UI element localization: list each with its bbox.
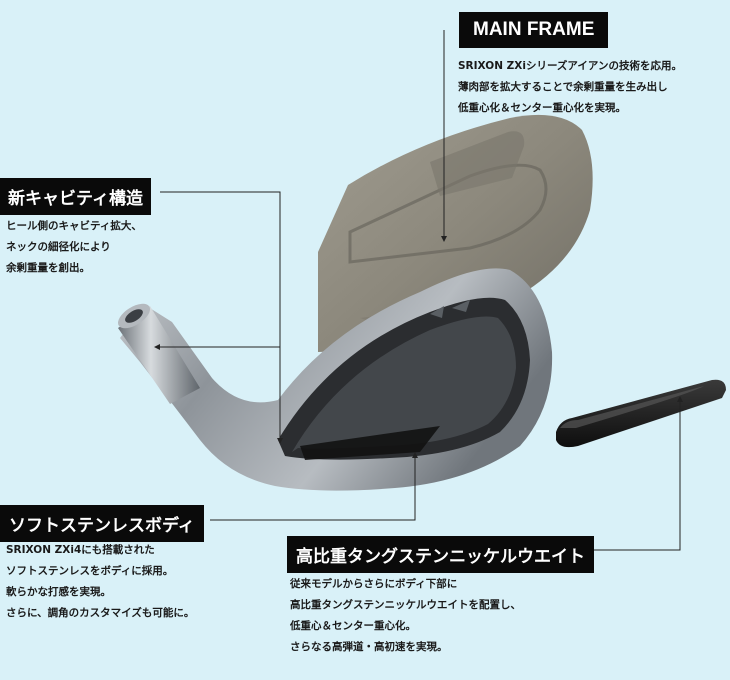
tungsten-weight-bar — [556, 379, 726, 448]
leader-lines — [160, 30, 681, 551]
cavity-line: ネックの細径化により — [6, 241, 111, 253]
iron-body — [120, 268, 553, 491]
main-frame-title: MAIN FRAME — [459, 12, 609, 48]
cavity-title: 新キャビティ構造 — [0, 178, 151, 215]
tungsten-line: 従来モデルからさらにボディ下部に — [290, 578, 458, 590]
tungsten-line: 低重心＆センター重心化。 — [290, 620, 416, 632]
soft-stainless-description: SRIXON ZXi4にも搭載された ソフトステンレスをボディに採用。 軟らかな… — [6, 540, 194, 624]
main-frame-line: 薄肉部を拡大することで余剰重量を生み出し — [458, 81, 668, 93]
main-frame-description: SRIXON ZXiシリーズアイアンの技術を応用。 薄肉部を拡大することで余剰重… — [458, 56, 682, 119]
tungsten-description: 従来モデルからさらにボディ下部に 高比重タングステンニッケルウエイトを配置し、 … — [290, 574, 521, 658]
main-frame-line: SRIXON ZXiシリーズアイアンの技術を応用。 — [458, 60, 682, 72]
soft-stainless-line: さらに、調角のカスタマイズも可能に。 — [6, 607, 195, 619]
soft-stainless-title: ソフトステンレスボディ — [0, 505, 204, 542]
soft-stainless-line: 軟らかな打感を実現。 — [6, 586, 111, 598]
soft-stainless-line: ソフトステンレスをボディに採用。 — [6, 565, 174, 577]
main-frame-line: 低重心化＆センター重心化を実現。 — [458, 102, 626, 114]
cavity-line: ヒール側のキャビティ拡大、 — [6, 220, 142, 232]
cavity-description: ヒール側のキャビティ拡大、 ネックの細径化により 余剰重量を創出。 — [6, 216, 142, 279]
hosel — [118, 303, 200, 404]
soft-stainless-line: SRIXON ZXi4にも搭載された — [6, 544, 155, 556]
tungsten-line: 高比重タングステンニッケルウエイトを配置し、 — [290, 599, 521, 611]
tungsten-title: 高比重タングステンニッケルウエイト — [287, 536, 594, 573]
tungsten-line: さらなる高弾道・高初速を実現。 — [290, 641, 448, 653]
leader-arrowheads — [154, 236, 683, 458]
cavity-line: 余剰重量を創出。 — [6, 262, 90, 274]
